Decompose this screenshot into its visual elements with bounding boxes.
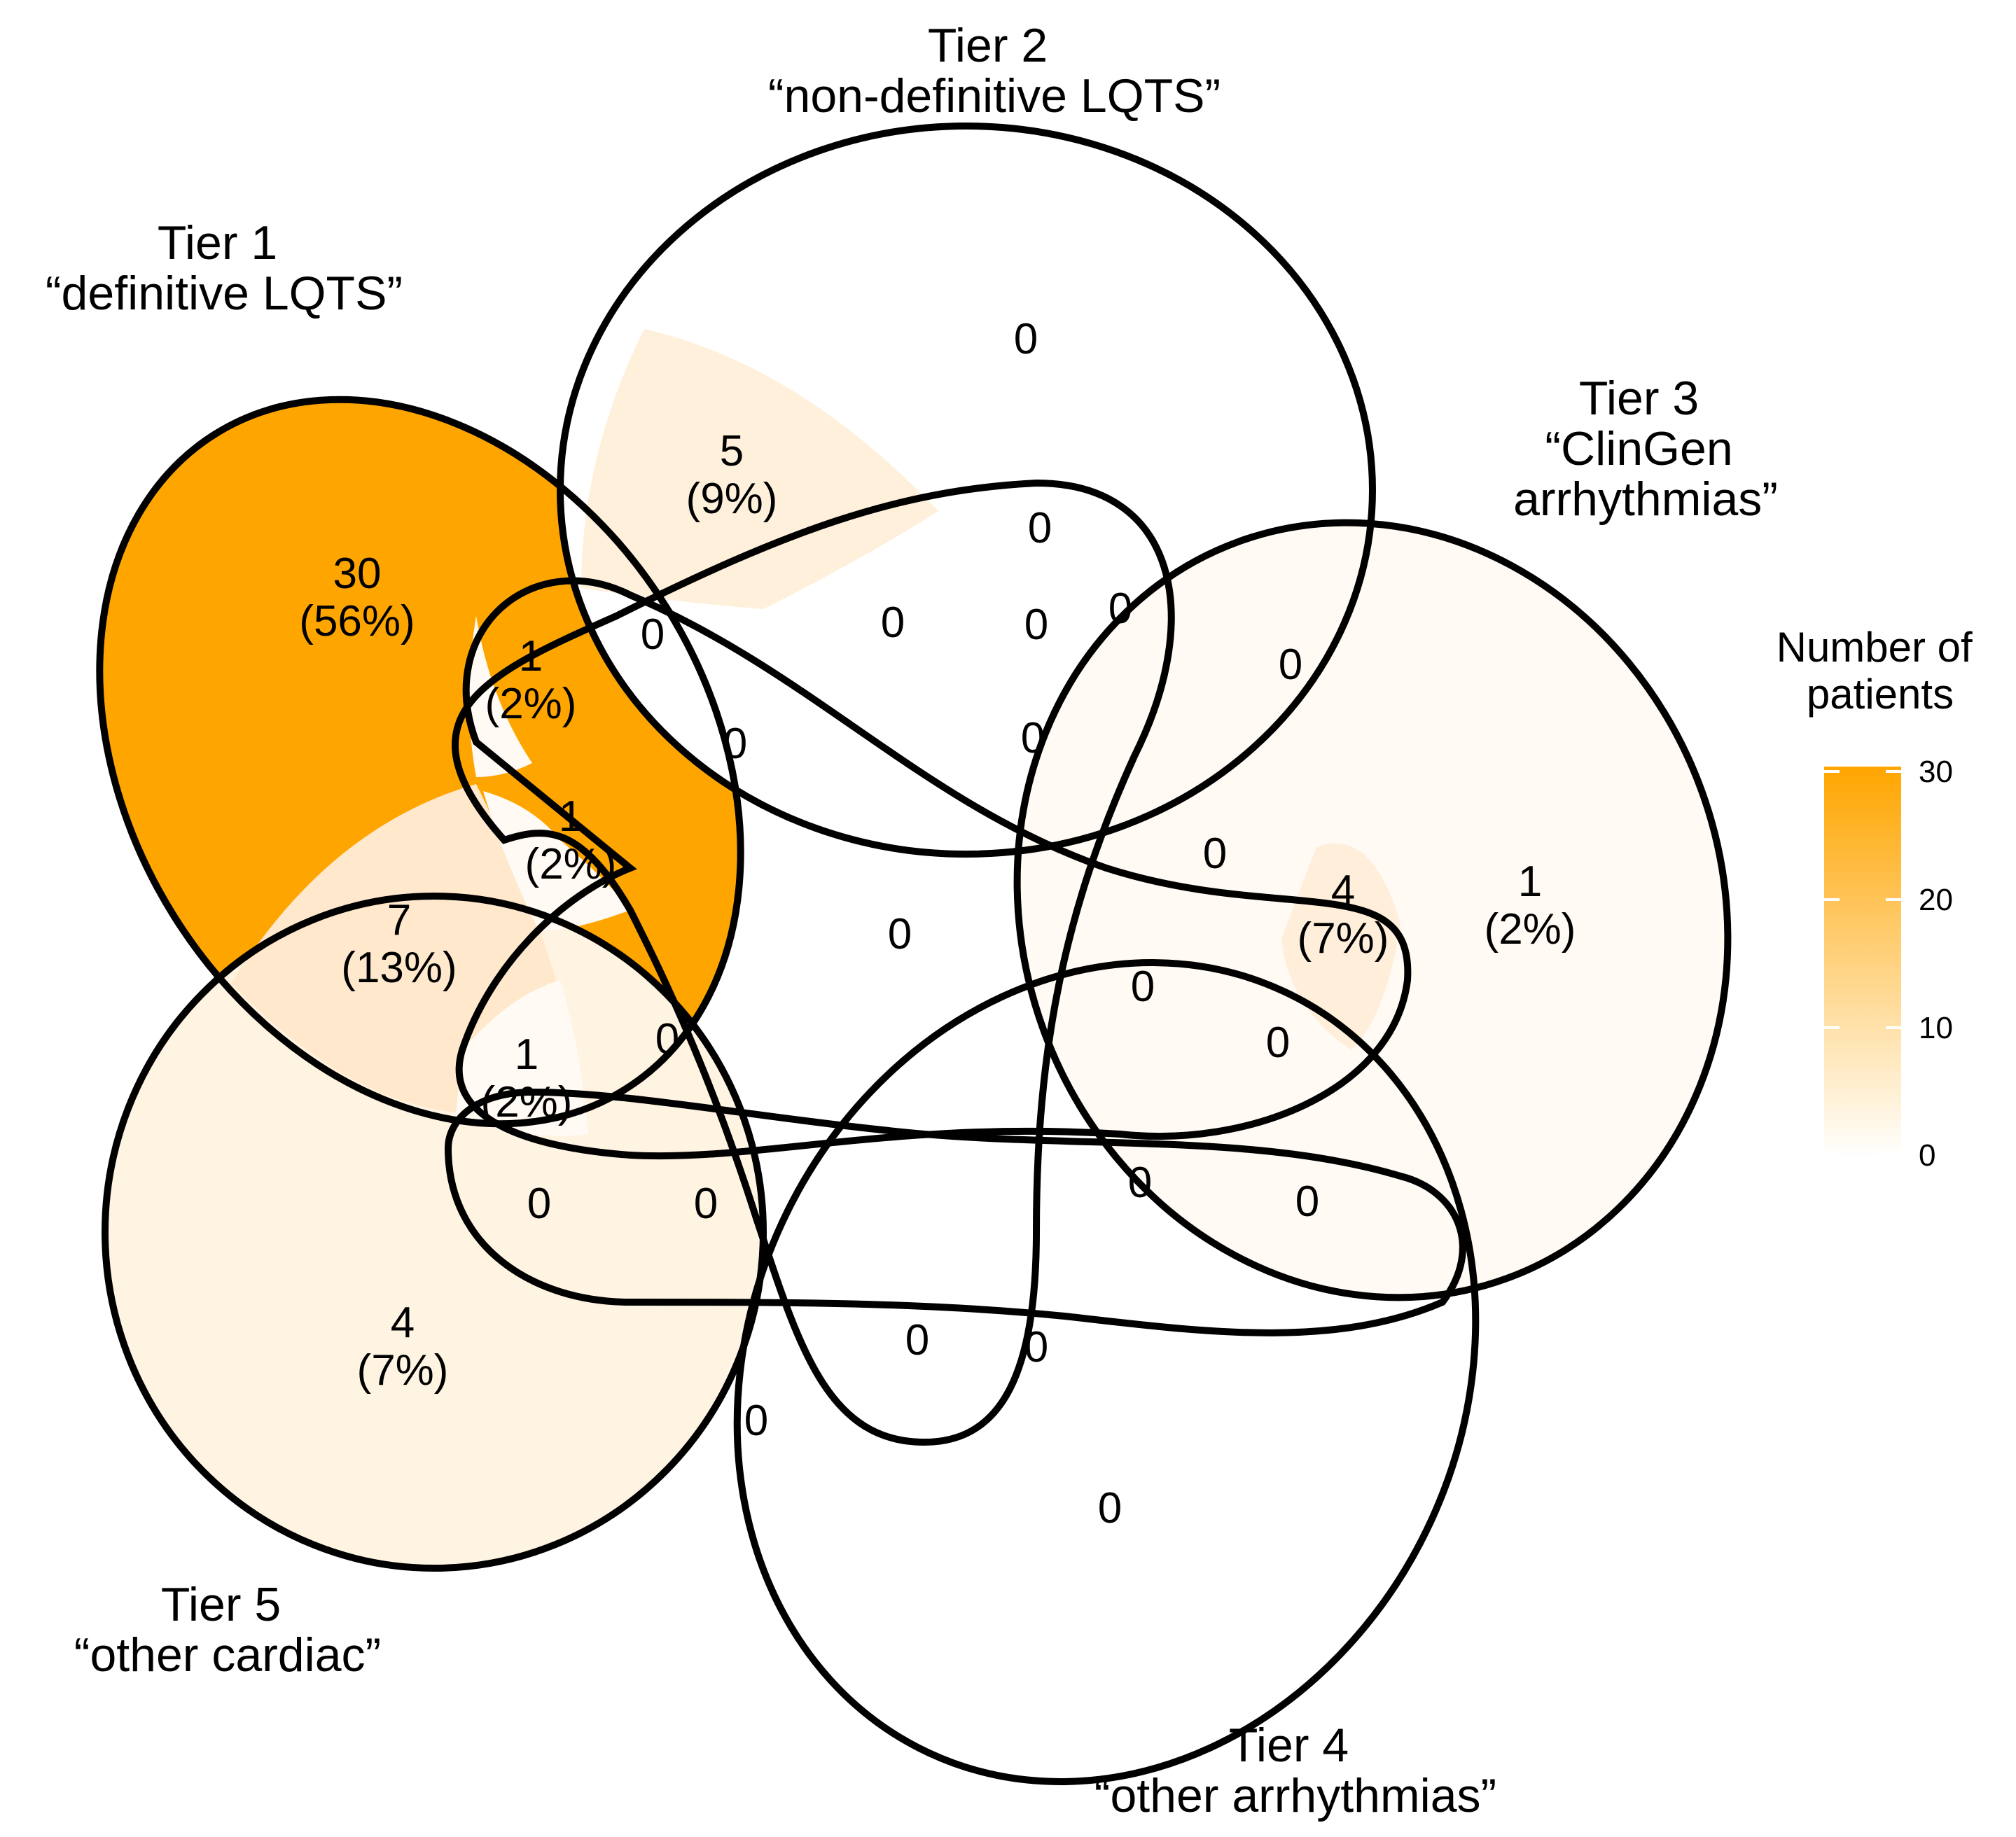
region-t1-t2-t3-t4-t5: 0 xyxy=(888,910,912,958)
region-t1-t3-t5: 0 xyxy=(655,1015,679,1063)
legend-tick-marks xyxy=(1824,770,1901,1157)
region-t1-t4-t5: 0 xyxy=(905,1316,929,1364)
set-t5-fill xyxy=(105,896,763,1568)
region-t1-t5: 7(13%) xyxy=(341,896,457,992)
region-t2-t3: 4(7%) xyxy=(1298,867,1389,963)
region-t1-t2-t3: 0 xyxy=(1108,585,1132,633)
set-t1-outline xyxy=(96,396,744,1128)
loop-b xyxy=(452,479,1175,1446)
region-t2-t4-t5: 0 xyxy=(1128,1159,1152,1207)
region-t3-t4: 0 xyxy=(1295,1178,1319,1226)
legend-tick-label: 0 xyxy=(1919,1138,1935,1173)
region-t2: 0 xyxy=(1014,315,1038,363)
region-t2-t3-t4-t5: 0 xyxy=(1131,963,1155,1011)
region-t2-t3-t5: 0 xyxy=(1266,1019,1290,1067)
region-labels: 30(56%) 0 1(2%) 0 4(7%) 5(9%) 7(13%) 1(2… xyxy=(299,315,1576,1532)
region-t1-t5-fill xyxy=(231,784,560,1114)
set-t3-outline xyxy=(1013,519,1732,1301)
region-t1-t3-t4-t5: 0 xyxy=(527,1180,551,1228)
set-label-t5: Tier 5 “other cardiac” xyxy=(74,1578,381,1682)
region-small-fill-b xyxy=(483,791,630,931)
legend-tick-label: 30 xyxy=(1919,755,1953,789)
set-label-t4: Tier 4 “other arrhythmias” xyxy=(1094,1719,1496,1822)
set-outlines xyxy=(96,123,1732,1785)
region-t1-t2-t5: 0 xyxy=(723,720,747,768)
legend-title: Number of patients xyxy=(1777,624,1984,718)
region-t4: 0 xyxy=(1098,1484,1122,1532)
region-t4-t5: 0 xyxy=(744,1397,768,1445)
region-t1-t4: 1(2%) xyxy=(485,632,577,728)
region-t1-t2-t3-t4: 0 xyxy=(1028,504,1052,552)
legend-tick-label: 10 xyxy=(1919,1011,1953,1045)
region-t1-t2-t4: 0 xyxy=(881,599,905,647)
set-label-t2: Tier 2 “non-definitive LQTS” xyxy=(768,19,1221,123)
region-t3-t4-t5: 0 xyxy=(1024,1323,1048,1371)
region-t1: 30(56%) xyxy=(299,550,415,645)
set-label-t1: Tier 1 “definitive LQTS” xyxy=(46,216,403,320)
region-t1-t2: 5(9%) xyxy=(686,427,778,523)
legend-tick-label: 20 xyxy=(1919,883,1953,917)
region-t1-t3: 1(2%) xyxy=(525,792,617,888)
region-t3-t5: 0 xyxy=(1024,601,1048,649)
loop-c xyxy=(444,1088,1466,1336)
region-t2-t3-fill xyxy=(1281,843,1400,1050)
region-t2-t4: 0 xyxy=(1279,641,1302,689)
set-t2-outline xyxy=(557,123,1376,858)
region-t1-t2-fill xyxy=(581,329,938,609)
region-t1-t3-t4: 1(2%) xyxy=(481,1031,573,1126)
set-label-t3: Tier 3 “ClinGen arrhythmias” xyxy=(1513,372,1778,526)
region-t1-t2-t4-t5: 0 xyxy=(694,1180,718,1228)
set-t4-outline xyxy=(733,959,1480,1785)
color-legend: Number of patients 30 20 10 0 xyxy=(1777,624,1984,1173)
legend-colorbar xyxy=(1824,767,1901,1157)
region-t3: 1(2%) xyxy=(1485,858,1576,954)
region-t2-t3-t4: 0 xyxy=(1203,830,1227,878)
region-t1-t2-t3-t5: 0 xyxy=(1021,714,1045,762)
region-small-fill-a xyxy=(469,616,532,777)
region-t2-t5: 0 xyxy=(641,610,665,659)
region-t5: 4(7%) xyxy=(357,1299,449,1395)
